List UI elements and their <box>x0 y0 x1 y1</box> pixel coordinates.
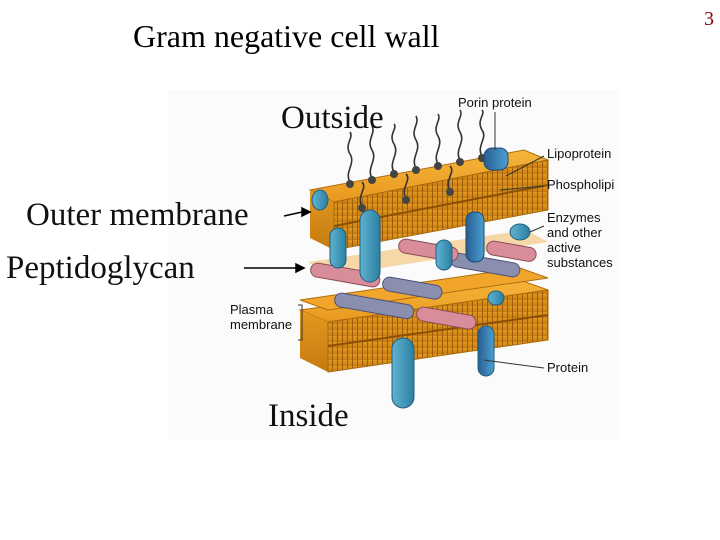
peptidoglycan-rods <box>310 238 537 330</box>
lipopolysaccharide-chains <box>347 109 485 207</box>
inside-label: Inside <box>268 398 349 434</box>
outside-label: Outside <box>281 100 384 136</box>
peptidoglycan-label: Peptidoglycan <box>6 250 195 286</box>
phospholipid-label: Phospholipi <box>547 177 615 192</box>
leader-lines <box>298 112 545 369</box>
protein-label: Protein <box>547 360 589 375</box>
enzymes-line2: and other <box>547 225 602 240</box>
slide-title: Gram negative cell wall <box>133 18 440 54</box>
lipoprotein-label: Lipoprotein <box>547 146 612 161</box>
porin-protein <box>465 147 509 263</box>
enzymes-label: Enzymes and other active substances <box>547 210 613 270</box>
slide-number: 3 <box>704 8 714 30</box>
plasma-membrane-line1: Plasma <box>230 302 274 317</box>
enzymes-line3: active <box>547 240 581 255</box>
porin-protein-label: Porin protein <box>458 95 532 110</box>
enzymes-line1: Enzymes <box>547 210 601 225</box>
enzymes-line4: substances <box>547 255 613 270</box>
label-arrows <box>244 206 312 274</box>
outer-membrane-label: Outer membrane <box>26 197 249 233</box>
plasma-membrane-label: Plasma membrane <box>230 302 292 332</box>
plasma-membrane-line2: membrane <box>230 317 293 332</box>
membrane-proteins <box>311 189 531 409</box>
